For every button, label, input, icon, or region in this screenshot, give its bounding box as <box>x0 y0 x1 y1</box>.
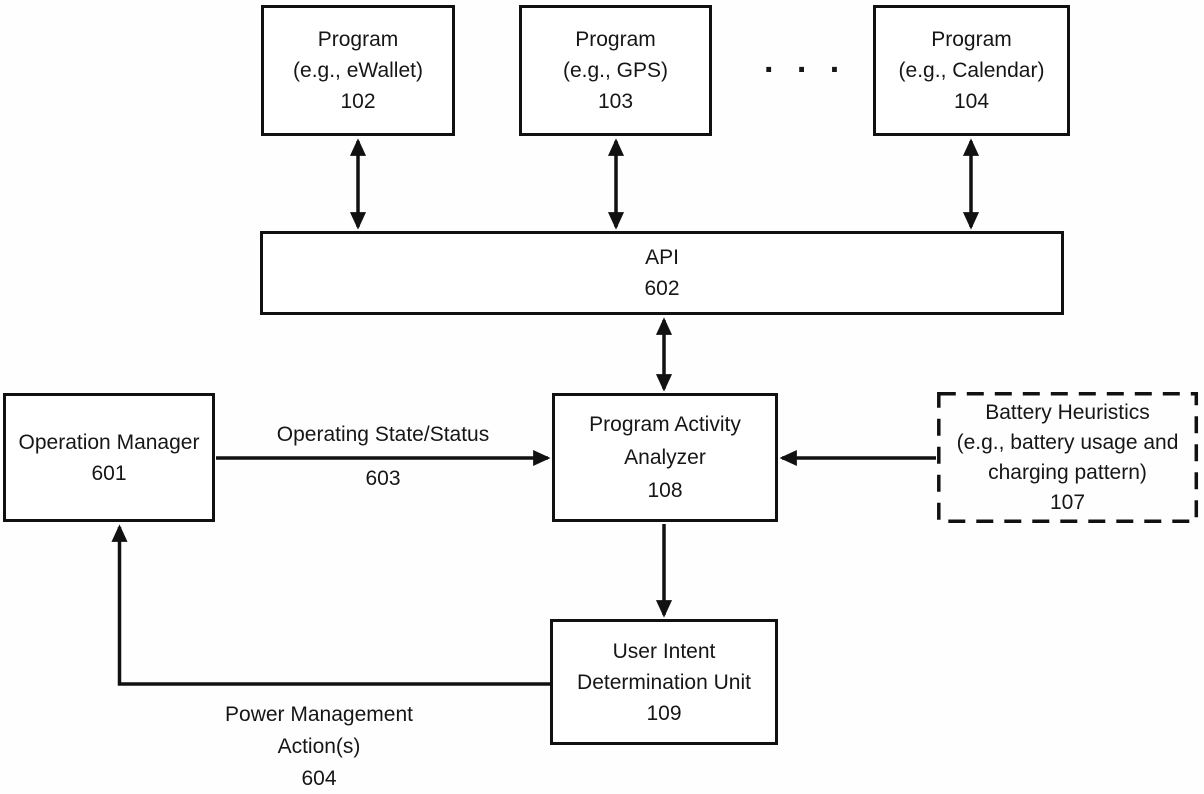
node-ref: 601 <box>91 461 127 485</box>
node-program-activity-analyzer: Program Activity Analyzer 108 <box>552 393 778 522</box>
node-program-gps: Program (e.g., GPS) 103 <box>519 5 712 136</box>
node-ref: 107 <box>1049 490 1086 514</box>
node-battery-heuristics: Battery Heuristics (e.g., battery usage … <box>937 392 1198 523</box>
node-subtitle: (e.g., battery usage and <box>956 430 1179 454</box>
node-subtitle: (e.g., eWallet) <box>293 59 423 82</box>
node-title: API <box>645 246 679 269</box>
edge-label-text: Power Management <box>225 703 413 726</box>
edge-label-power-management: Power Management Action(s) 604 <box>176 699 462 794</box>
node-api: API 602 <box>260 231 1064 315</box>
edge-label-operating-state: Operating State/Status <box>225 419 541 451</box>
node-operation-manager: Operation Manager 601 <box>3 393 215 522</box>
edge-label-text: Operating State/Status <box>276 423 490 446</box>
node-title: Operation Manager <box>18 430 200 454</box>
node-subtitle-line2: charging pattern) <box>988 460 1147 484</box>
node-user-intent-determination-unit: User Intent Determination Unit 109 <box>550 619 778 745</box>
node-ref: 104 <box>953 90 990 113</box>
node-subtitle: (e.g., GPS) <box>562 59 669 82</box>
node-ref: 103 <box>597 90 634 113</box>
node-title: Program Activity <box>589 413 741 436</box>
node-title: Program <box>931 28 1012 51</box>
node-title: User Intent <box>612 639 716 663</box>
node-ref: 108 <box>647 479 683 502</box>
node-title: Program <box>575 28 656 51</box>
node-ref: 602 <box>644 277 680 300</box>
edge-label-text-line2: Action(s) <box>277 735 361 758</box>
ellipsis-dots: . . . <box>764 42 847 80</box>
node-title: Battery Heuristics <box>985 400 1150 424</box>
node-ref: 109 <box>646 701 682 725</box>
node-title-line2: Analyzer <box>624 446 706 469</box>
edge-label-ref: 604 <box>301 767 337 790</box>
node-program-ewallet: Program (e.g., eWallet) 102 <box>261 5 455 136</box>
node-title: Program <box>317 28 399 51</box>
node-title-line2: Determination Unit <box>577 670 751 694</box>
node-subtitle: (e.g., Calendar) <box>898 59 1045 82</box>
node-program-calendar: Program (e.g., Calendar) 104 <box>873 5 1070 136</box>
edge-label-operating-state-ref: 603 <box>225 463 541 495</box>
node-ref: 102 <box>340 90 376 113</box>
arrow-intent-manager <box>111 524 551 686</box>
edge-label-ref: 603 <box>365 467 401 490</box>
